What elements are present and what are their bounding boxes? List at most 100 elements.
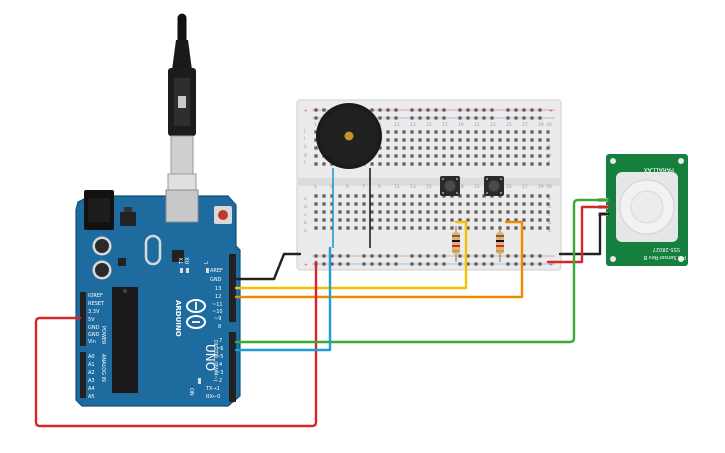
breadboard-hole[interactable] [450,130,454,134]
breadboard-hole[interactable] [378,254,382,258]
breadboard-hole[interactable] [530,116,534,120]
breadboard-hole[interactable] [514,210,518,214]
breadboard-hole[interactable] [458,108,462,112]
breadboard-hole[interactable] [410,210,414,214]
breadboard-hole[interactable] [530,154,534,158]
breadboard-hole[interactable] [410,202,414,206]
breadboard-hole[interactable] [338,194,342,198]
breadboard-hole[interactable] [506,116,510,120]
breadboard-hole[interactable] [458,262,462,266]
breadboard-hole[interactable] [450,138,454,142]
breadboard-hole[interactable] [402,154,406,158]
breadboard-hole[interactable] [522,116,526,120]
breadboard-hole[interactable] [530,108,534,112]
breadboard-hole[interactable] [474,194,478,198]
breadboard-hole[interactable] [474,130,478,134]
breadboard-hole[interactable] [378,154,382,158]
breadboard-hole[interactable] [522,262,526,266]
breadboard-hole[interactable] [482,210,486,214]
breadboard-hole[interactable] [394,162,398,166]
breadboard-hole[interactable] [314,254,318,258]
breadboard-hole[interactable] [426,202,430,206]
breadboard-hole[interactable] [418,202,422,206]
breadboard-hole[interactable] [482,154,486,158]
breadboard-hole[interactable] [506,202,510,206]
breadboard-hole[interactable] [530,210,534,214]
breadboard-hole[interactable] [474,154,478,158]
breadboard-hole[interactable] [538,218,542,222]
breadboard-hole[interactable] [362,226,366,230]
breadboard-hole[interactable] [514,218,518,222]
breadboard-hole[interactable] [338,210,342,214]
breadboard-hole[interactable] [450,210,454,214]
breadboard-hole[interactable] [458,162,462,166]
breadboard-hole[interactable] [498,218,502,222]
breadboard-hole[interactable] [442,162,446,166]
breadboard-hole[interactable] [394,226,398,230]
breadboard-hole[interactable] [490,202,494,206]
breadboard-hole[interactable] [426,116,430,120]
breadboard-hole[interactable] [386,130,390,134]
breadboard-hole[interactable] [506,146,510,150]
breadboard-hole[interactable] [522,162,526,166]
breadboard-hole[interactable] [314,194,318,198]
breadboard-hole[interactable] [386,146,390,150]
breadboard-hole[interactable] [426,254,430,258]
breadboard-hole[interactable] [418,262,422,266]
breadboard-hole[interactable] [410,108,414,112]
breadboard-hole[interactable] [506,218,510,222]
breadboard-hole[interactable] [482,108,486,112]
push-button[interactable] [440,176,460,196]
breadboard-hole[interactable] [410,254,414,258]
breadboard-hole[interactable] [530,226,534,230]
breadboard-hole[interactable] [546,154,550,158]
breadboard-hole[interactable] [378,218,382,222]
breadboard-hole[interactable] [434,210,438,214]
breadboard-hole[interactable] [490,262,494,266]
breadboard-hole[interactable] [394,218,398,222]
breadboard-hole[interactable] [546,130,550,134]
breadboard-hole[interactable] [394,138,398,142]
breadboard-hole[interactable] [538,226,542,230]
breadboard-hole[interactable] [370,254,374,258]
breadboard-hole[interactable] [434,116,438,120]
breadboard-hole[interactable] [450,202,454,206]
breadboard-hole[interactable] [474,210,478,214]
breadboard-hole[interactable] [386,226,390,230]
breadboard-hole[interactable] [426,108,430,112]
breadboard-hole[interactable] [522,138,526,142]
breadboard-hole[interactable] [442,218,446,222]
breadboard-hole[interactable] [498,146,502,150]
breadboard-hole[interactable] [418,108,422,112]
breadboard-hole[interactable] [394,116,398,120]
breadboard-hole[interactable] [474,254,478,258]
breadboard-hole[interactable] [426,262,430,266]
breadboard-hole[interactable] [370,108,374,112]
breadboard-hole[interactable] [434,226,438,230]
breadboard-hole[interactable] [474,162,478,166]
breadboard-hole[interactable] [314,218,318,222]
breadboard-hole[interactable] [330,262,334,266]
breadboard-hole[interactable] [522,254,526,258]
breadboard-hole[interactable] [498,162,502,166]
breadboard-hole[interactable] [546,210,550,214]
breadboard-hole[interactable] [442,138,446,142]
breadboard-hole[interactable] [442,262,446,266]
breadboard-hole[interactable] [378,226,382,230]
breadboard-hole[interactable] [498,202,502,206]
breadboard-hole[interactable] [410,116,414,120]
breadboard-hole[interactable] [346,262,350,266]
breadboard-hole[interactable] [514,146,518,150]
breadboard-hole[interactable] [522,194,526,198]
breadboard-hole[interactable] [346,194,350,198]
breadboard-hole[interactable] [322,254,326,258]
breadboard-hole[interactable] [386,162,390,166]
breadboard-hole[interactable] [506,210,510,214]
breadboard-hole[interactable] [522,146,526,150]
breadboard-hole[interactable] [458,116,462,120]
breadboard-hole[interactable] [418,218,422,222]
breadboard-hole[interactable] [474,116,478,120]
breadboard-hole[interactable] [458,146,462,150]
breadboard-hole[interactable] [538,108,542,112]
breadboard-hole[interactable] [490,210,494,214]
